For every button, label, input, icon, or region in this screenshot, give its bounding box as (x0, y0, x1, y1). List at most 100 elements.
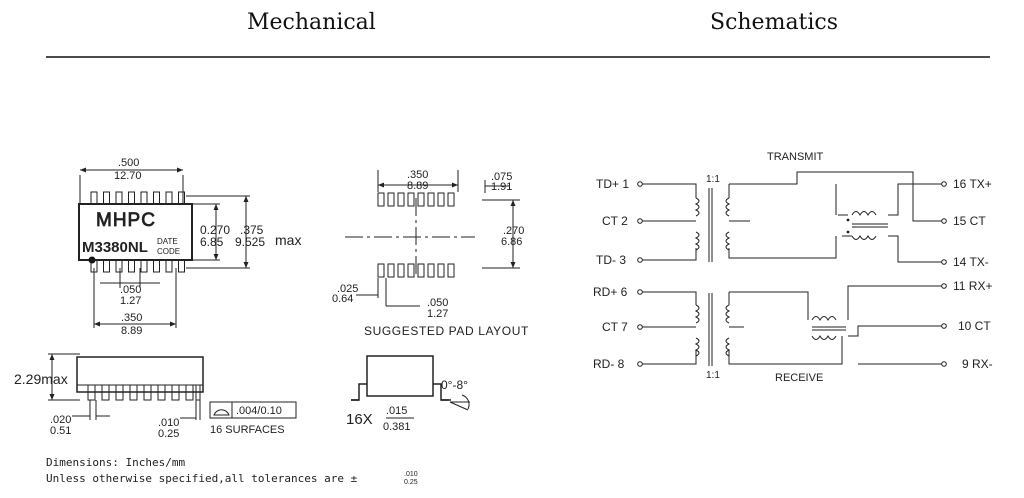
side-pin (143, 384, 152, 401)
pad-top (417, 192, 425, 207)
pin11-terminal (941, 283, 947, 289)
flatness-icon (213, 409, 230, 416)
receive-schematic: 1:1 RECEIVE (642, 285, 942, 384)
date-code-line1: DATE (157, 237, 178, 246)
top-width-in: .500 (118, 157, 139, 169)
top-pin (153, 191, 160, 205)
bottom-pin (165, 259, 173, 273)
top-view: .500 12.70 MHPC M3380NL DATE CODE 0.270 … (78, 157, 301, 337)
lead-width-in: .020 (50, 414, 71, 426)
pad-top (437, 192, 445, 207)
flatness-box (209, 401, 297, 419)
note-tol-up: .010 (404, 471, 418, 478)
pin15-terminal (941, 218, 947, 224)
total-height-in: .375 (240, 223, 264, 237)
pad-bottom (417, 263, 425, 278)
top-width-mm: 12.70 (114, 170, 142, 182)
pin15-label: 15 CT (953, 214, 986, 228)
lead-thick-mm: 0.25 (158, 428, 179, 440)
coil-winding (725, 231, 731, 251)
total-max-label: max (275, 232, 301, 248)
side-pin (87, 384, 96, 401)
coil-winding (725, 304, 731, 324)
coil-winding (725, 337, 731, 357)
coil-winding (694, 231, 700, 251)
side-height-label: 2.29max (14, 371, 68, 387)
pad-top (447, 192, 455, 207)
pad-bottom (387, 263, 395, 278)
coil-winding (725, 197, 731, 217)
bottom-pin (178, 259, 185, 273)
receive-ratio: 1:1 (706, 370, 720, 381)
span-in: .350 (121, 312, 142, 324)
schematics-header: Schematics (710, 10, 839, 35)
pin10-label: 10 CT (958, 319, 991, 333)
flatness-value: .004/0.10 (236, 405, 282, 417)
pad-row-in: .270 (503, 225, 524, 237)
pin2-label: CT 2 (602, 214, 628, 228)
pin-terminals (637, 181, 947, 367)
top-pin (140, 191, 148, 205)
side-pin (115, 384, 124, 401)
bottom-pin (153, 259, 160, 273)
side-pin (171, 384, 180, 401)
pin7-label: CT 7 (602, 320, 628, 334)
pin1-terminal (637, 181, 643, 187)
pad-span-mm: 8.89 (407, 180, 428, 192)
pad-row-mm: 6.86 (501, 236, 522, 248)
span-mm: 8.89 (121, 325, 142, 337)
pad-pitch-in: .050 (427, 297, 448, 309)
lead-thick-in: .010 (158, 417, 179, 429)
pad-top (377, 192, 385, 207)
brand-label: MHPC (96, 210, 156, 231)
pin14-label: 14 TX- (953, 255, 989, 269)
pin3-terminal (637, 257, 643, 263)
side-pin (129, 384, 138, 401)
pin6-label: RD+ 6 (593, 285, 628, 299)
transmit-label: TRANSMIT (767, 151, 824, 163)
pin16-label: 16 TX+ (953, 177, 992, 191)
pin7-terminal (637, 324, 643, 330)
bottom-pin (115, 259, 123, 273)
pin10-terminal (941, 323, 947, 329)
top-pin (90, 191, 98, 205)
note-tol-dn: 0.25 (404, 479, 418, 486)
pad-top (397, 192, 405, 207)
note-tol: Unless otherwise specified,all tolerance… (46, 472, 358, 485)
pin8-label: RD- 8 (593, 357, 625, 371)
lead-width-mm: 0.51 (50, 425, 71, 437)
pin1-label: TD+ 1 (596, 177, 629, 191)
date-code-line2: CODE (157, 247, 180, 256)
coil-winding (694, 337, 700, 357)
top-pin (178, 191, 185, 205)
pin2-terminal (637, 218, 643, 224)
pin14-terminal (941, 259, 947, 265)
pad-bottom (437, 263, 445, 278)
receive-label: RECEIVE (775, 372, 823, 384)
body-height-mm: 6.85 (200, 235, 224, 249)
side-pin (101, 384, 110, 401)
note-dims: Dimensions: Inches/mm (46, 456, 185, 469)
bottom-pin (128, 259, 135, 273)
pad-length-in: .075 (491, 171, 512, 183)
pad-caption: SUGGESTED PAD LAYOUT (364, 324, 529, 338)
top-pin (165, 191, 173, 205)
foot-angle: 0°-8° (441, 378, 468, 392)
pitch-mm: 1.27 (120, 295, 141, 307)
top-pin (128, 191, 135, 205)
bottom-pin (103, 259, 110, 273)
pad-width-in: .025 (337, 283, 358, 295)
pin3-label: TD- 3 (596, 253, 626, 267)
pad-bottom (427, 263, 435, 278)
foot-detail: 16X .015 0.381 0°-8° (346, 355, 470, 433)
transmit-ratio: 1:1 (706, 174, 720, 185)
top-pin (103, 191, 110, 205)
side-view: 2.29max .020 0.51 .010 0.25 .004/0.10 16… (14, 353, 297, 440)
transmit-schematic: 1:1 TRANSMIT (642, 151, 942, 263)
package-body (78, 203, 193, 261)
part-number: M3380NL (82, 239, 148, 256)
pin8-terminal (637, 361, 643, 367)
coil-winding (694, 197, 700, 217)
pad-bottom (377, 263, 385, 278)
bottom-pin (140, 259, 148, 273)
